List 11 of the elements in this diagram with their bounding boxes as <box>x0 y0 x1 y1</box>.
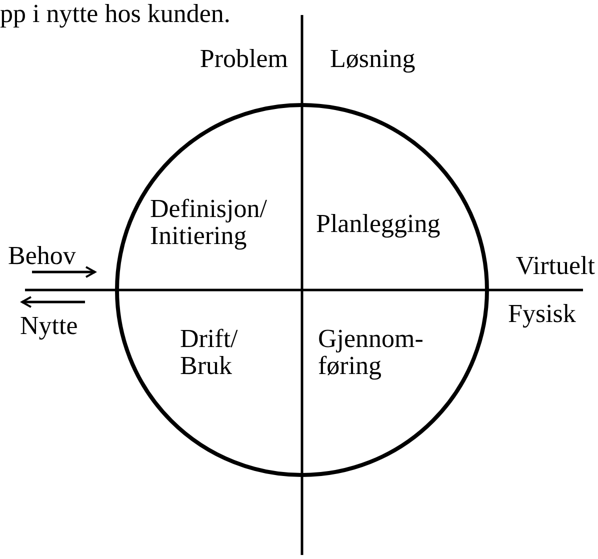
axis-label: Fysisk <box>508 300 576 327</box>
axis-label: Virtuelt <box>516 252 595 279</box>
phase-label: Gjennom- føring <box>318 325 424 379</box>
input-label: Behov <box>8 242 76 269</box>
quadrant-heading: Løsning <box>330 45 416 72</box>
phase-label: Planlegging <box>316 210 440 237</box>
quadrant-heading: Problem <box>200 45 288 72</box>
phase-label: Drift/ Bruk <box>180 325 239 379</box>
phase-label: Definisjon/ Initiering <box>150 195 268 249</box>
caption-text: pp i nytte hos kunden. <box>0 0 230 27</box>
output-label: Nytte <box>20 312 78 339</box>
